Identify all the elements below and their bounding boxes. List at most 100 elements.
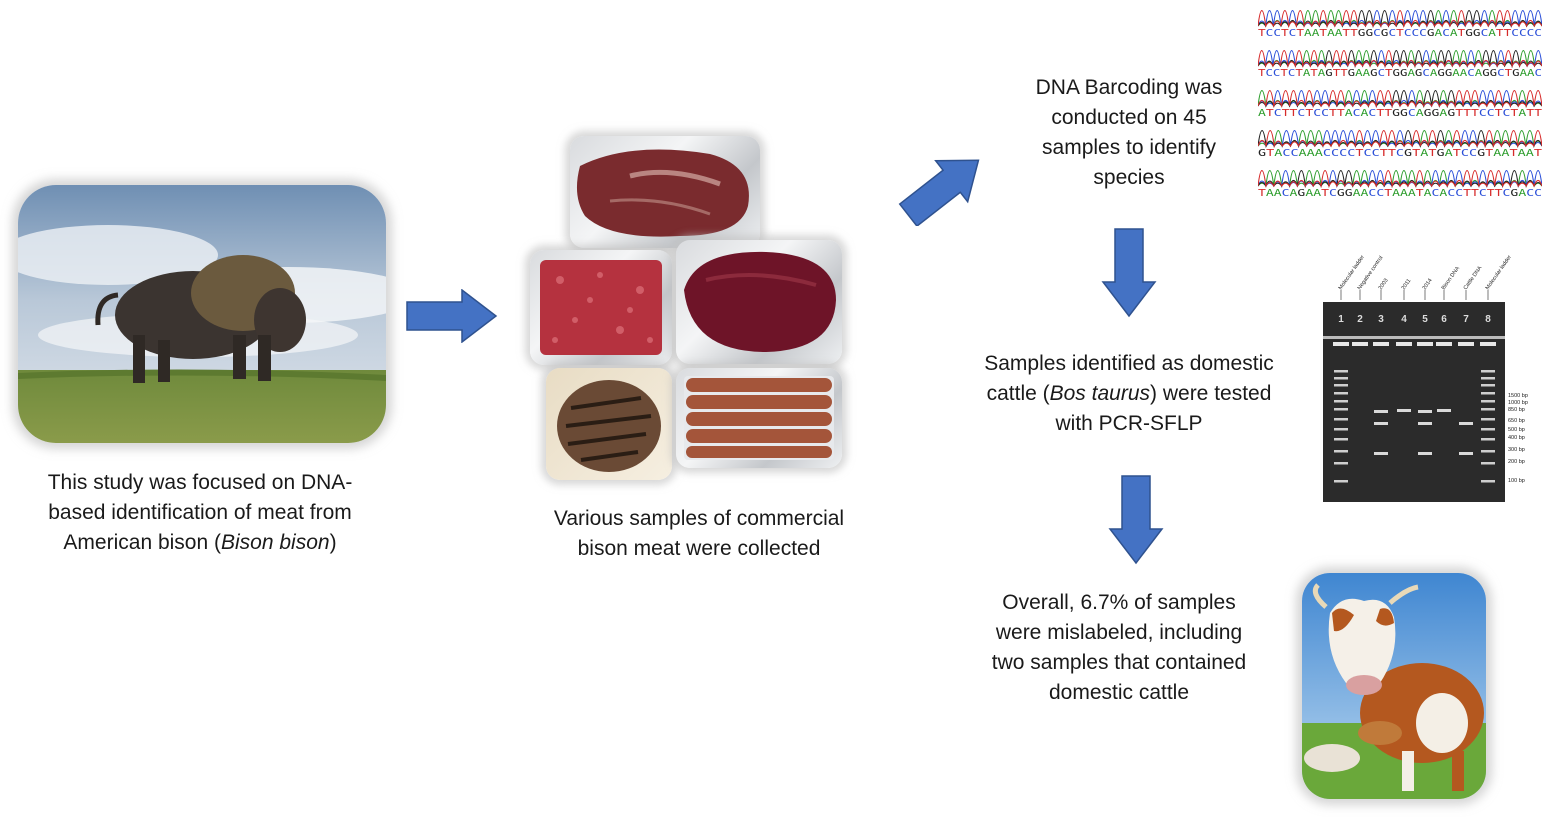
gel-ladder-band (1334, 377, 1348, 380)
arrow-up-right-icon (898, 150, 988, 226)
samples-caption-line2: bison meat were collected (577, 537, 821, 560)
chromatogram-trace (1258, 170, 1542, 189)
gel-ladder-band (1334, 438, 1348, 441)
gel-ladder-band (1334, 418, 1348, 421)
overall-caption-line3: two samples that contained (991, 651, 1247, 674)
overall-caption: Overall, 6.7% of samples were mislabeled… (960, 588, 1278, 708)
gel-sample-band (1437, 409, 1451, 412)
gel-ladder-band (1334, 384, 1348, 387)
chromatogram-trace (1258, 10, 1542, 28)
gel-sample-band (1397, 409, 1411, 412)
gel-size-label: 300 bp (1508, 447, 1525, 453)
gel-lane-number: 5 (1422, 314, 1428, 325)
gel-body (1323, 302, 1505, 502)
gel-sample-band (1418, 422, 1432, 425)
gel-lane-number: 1 (1338, 314, 1344, 325)
barcoding-caption-line4: species (1093, 166, 1165, 189)
gel-size-label: 400 bp (1508, 435, 1525, 441)
barcoding-caption-line3: samples to identify (1042, 136, 1216, 159)
roast-photo (676, 240, 842, 364)
pcr-caption: Samples identified as domestic cattle (B… (955, 349, 1303, 439)
gel-ladder-band (1481, 428, 1495, 431)
gel-ladder-band (1334, 370, 1348, 373)
gel-ladder-band (1334, 480, 1348, 483)
gel-ladder-band (1481, 450, 1495, 453)
gel-ladder-band (1481, 392, 1495, 395)
gel-lane-number: 4 (1401, 314, 1407, 325)
gel-sample-band (1374, 410, 1388, 413)
bison-caption: This study was focused on DNA- based ide… (15, 468, 385, 558)
gel-lane-label: 2011 (1401, 278, 1413, 291)
gel-sample-band (1459, 452, 1473, 455)
gel-ladder-band (1481, 418, 1495, 421)
gel-sample-band (1374, 452, 1388, 455)
gel-ladder-band (1481, 384, 1495, 387)
gel-ladder-band (1481, 370, 1495, 373)
bison-caption-line1: This study was focused on DNA- (47, 471, 353, 494)
gel-well (1352, 342, 1368, 346)
gel-lane-number: 6 (1441, 314, 1447, 325)
bison-caption-line3: American bison (Bison bison) (63, 531, 337, 554)
chromatogram-trace (1258, 130, 1542, 149)
gel-lane-label: 2014 (1422, 278, 1434, 291)
cow-photo (1302, 573, 1486, 799)
overall-caption-line1: Overall, 6.7% of samples (1002, 591, 1236, 614)
chromatogram-trace (1258, 130, 1542, 149)
bison-icon (95, 255, 306, 383)
gel-size-label: 1500 bp (1508, 393, 1528, 399)
burger-patty-photo (546, 368, 672, 480)
gel-ladder-band (1481, 377, 1495, 380)
steak-photo (570, 136, 760, 248)
gel-lane-label: Bison DNA (1441, 265, 1462, 291)
chromatogram-trace (1258, 90, 1542, 109)
gel-lane-number: 7 (1463, 314, 1469, 325)
pcr-caption-line3: with PCR-SFLP (1055, 412, 1203, 435)
bison-caption-line2: based identification of meat from (48, 501, 352, 524)
gel-size-label: 100 bp (1508, 478, 1525, 484)
gel-ladder-band (1481, 480, 1495, 483)
barcoding-caption: DNA Barcoding was conducted on 45 sample… (1010, 73, 1248, 193)
chromatogram-trace (1258, 170, 1542, 189)
gel-lane-number: 2 (1357, 314, 1363, 325)
pcr-caption-line1: Samples identified as domestic (984, 352, 1274, 375)
gel-ladder-band (1481, 408, 1495, 411)
gel-ladder-band (1481, 462, 1495, 465)
arrow-down-icon (1101, 228, 1157, 318)
gel-ladder-band (1334, 462, 1348, 465)
gel-sample-band (1418, 410, 1432, 413)
overall-caption-line2: were mislabeled, including (995, 621, 1243, 644)
gel-well (1396, 342, 1412, 346)
gel-lane-number: 3 (1378, 314, 1384, 325)
pcr-caption-line2: cattle (Bos taurus) were tested (986, 382, 1272, 405)
chromatogram-trace (1258, 10, 1542, 29)
gel-lane-label: 2003 (1378, 278, 1390, 291)
gel-ladder-band (1334, 408, 1348, 411)
sausages-photo (676, 368, 842, 468)
arrow-down-icon-2 (1108, 475, 1164, 565)
gel-well (1458, 342, 1474, 346)
gel-size-label: 1000 bp (1508, 400, 1528, 406)
gel-well (1373, 342, 1389, 346)
gel-size-label: 500 bp (1508, 427, 1525, 433)
gel-lane-label: Cattle DNA (1463, 265, 1484, 291)
gel-lane-label: Molecular ladder (1485, 254, 1513, 291)
gel-ladder-band (1481, 438, 1495, 441)
gel-size-label: 650 bp (1508, 418, 1525, 424)
gel-ladder-band (1334, 428, 1348, 431)
gel-well (1417, 342, 1433, 346)
gel-well-row (1323, 336, 1505, 339)
gel-ladder-band (1334, 392, 1348, 395)
chromatogram-trace (1258, 50, 1542, 69)
gel-size-label: 850 bp (1508, 407, 1525, 413)
gel-size-label: 200 bp (1508, 459, 1525, 465)
samples-caption-line1: Various samples of commercial (553, 507, 845, 530)
gel-ladder-band (1334, 400, 1348, 403)
gel-well (1333, 342, 1349, 346)
ground-meat-photo (530, 250, 672, 365)
barcoding-caption-line2: conducted on 45 (1051, 106, 1207, 129)
gel-well (1436, 342, 1452, 346)
